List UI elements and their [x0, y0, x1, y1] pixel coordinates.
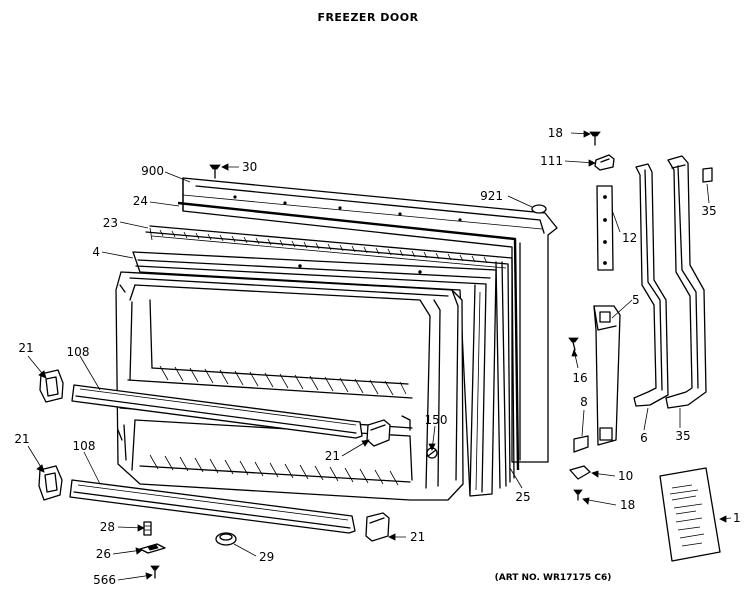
stop-8: [573, 435, 589, 453]
diagram-title: FREEZER DOOR: [317, 11, 418, 24]
callout-150: 150: [425, 413, 448, 427]
callout-921: 921: [480, 189, 503, 203]
screw-18-top: [589, 131, 601, 146]
handle-cap-35: [702, 167, 713, 183]
hinge-plate-12: [596, 185, 614, 271]
callout-12: 12: [622, 231, 637, 245]
callout-21-lower-right: 21: [410, 530, 425, 544]
callout-5: 5: [632, 293, 640, 307]
callout-21-lower-left: 21: [14, 432, 29, 446]
callout-108-upper: 108: [67, 345, 90, 359]
shelf-end-cap-lower-right: [365, 512, 390, 542]
instruction-card-1: [659, 467, 721, 562]
callout-566: 566: [93, 573, 116, 587]
bumper-29: [215, 532, 237, 546]
callout-30: 30: [242, 160, 257, 174]
handle-35: [665, 155, 707, 409]
callout-18-top: 18: [548, 126, 563, 140]
callout-labels: 18 111 921 35 900 30 24 23 4 12 5 16 21 …: [14, 126, 740, 587]
callout-21-upper-left: 21: [18, 341, 33, 355]
part-28: [143, 521, 152, 536]
callout-26: 26: [96, 547, 111, 561]
leader-lines: [27, 132, 732, 581]
callout-10: 10: [618, 469, 633, 483]
callout-108-lower: 108: [73, 439, 96, 453]
callout-28: 28: [100, 520, 115, 534]
screw-30: [209, 164, 221, 179]
callout-18-bottom: 18: [620, 498, 635, 512]
callout-23: 23: [103, 216, 118, 230]
callout-4: 4: [92, 245, 100, 259]
art-number: (ART NO. WR17175 C6): [495, 573, 612, 583]
shelf-bar-upper: [71, 384, 363, 439]
part-26: [139, 543, 166, 554]
callout-900: 900: [141, 164, 164, 178]
arrowheads: [36, 130, 727, 580]
shelf-end-cap-lower-left: [38, 465, 63, 501]
callout-35-bottom: 35: [675, 429, 690, 443]
callout-24: 24: [133, 194, 148, 208]
gasket-pattern: [159, 229, 488, 264]
shelf-bar-lower: [69, 479, 356, 534]
bracket-10: [569, 465, 591, 480]
callout-6: 6: [640, 431, 648, 445]
inner-cavity: [115, 271, 464, 501]
callout-29: 29: [259, 550, 274, 564]
handle-6: [633, 163, 669, 407]
callout-21-upper-right: 21: [325, 449, 340, 463]
callout-111: 111: [540, 154, 563, 168]
screw-566: [150, 565, 160, 579]
hinge-5: [593, 305, 621, 446]
callout-16: 16: [572, 371, 587, 385]
screw-18-bottom: [573, 489, 583, 501]
door-liner: [132, 251, 497, 497]
callout-1: 1: [733, 511, 741, 525]
screw-16: [568, 337, 579, 351]
door-gasket: [145, 201, 520, 489]
callout-8: 8: [580, 395, 588, 409]
callout-25: 25: [515, 490, 530, 504]
bracket-111: [594, 154, 615, 171]
callout-35-top: 35: [701, 204, 716, 218]
